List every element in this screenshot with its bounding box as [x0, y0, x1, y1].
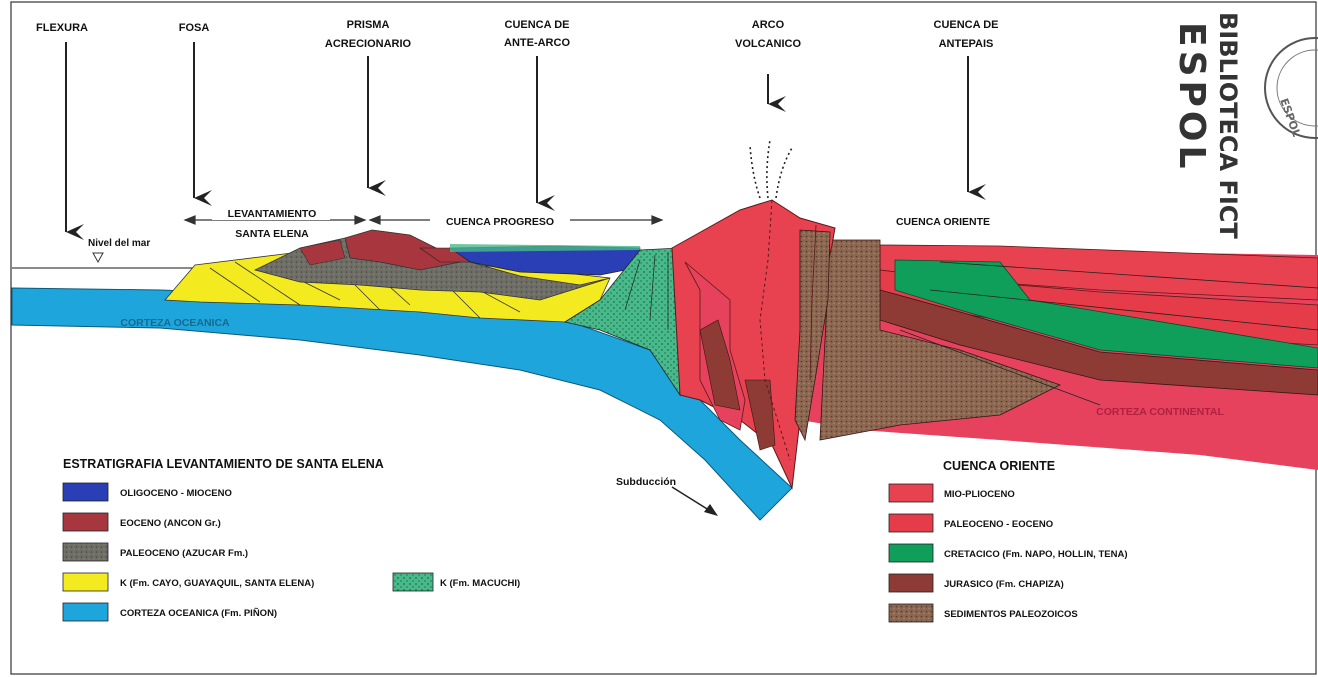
stamp-line-2: ESPOL [1171, 22, 1212, 172]
label-levantamiento-1: LEVANTAMIENTO [228, 208, 317, 220]
legend-item-paleoceno-eoceno: PALEOCENO - EOCENO [944, 519, 1053, 530]
legend-right-title: CUENCA ORIENTE [943, 459, 1055, 473]
legend-swatch-mio-plioceno [889, 484, 933, 502]
header-fosa: FOSA [179, 22, 210, 34]
legend-swatch-cretacico [889, 544, 933, 562]
legend-swatch-paleoceno-eoceno [889, 514, 933, 532]
sea-level-marker [93, 253, 103, 262]
legend-swatch-paleozoicos [889, 604, 933, 622]
subduction-arrow [672, 487, 712, 512]
label-cuenca-progreso: CUENCA PROGRESO [446, 216, 554, 228]
header-prisma-2: ACRECIONARIO [325, 38, 412, 50]
label-corteza-continental: CORTEZA CONTINENTAL [1096, 406, 1224, 418]
header-arrows [66, 42, 968, 232]
legend-swatch-oligoceno [63, 483, 108, 501]
header-flexura: FLEXURA [36, 22, 88, 34]
legend-item-corteza-oceanica: CORTEZA OCEANICA (Fm. PIÑON) [120, 608, 277, 619]
legend-left-title: ESTRATIGRAFIA LEVANTAMIENTO DE SANTA ELE… [63, 457, 384, 471]
legend-swatch-k-cayo [63, 573, 108, 591]
label-subduccion: Subducción [616, 476, 676, 488]
legend-item-macuchi: K (Fm. MACUCHI) [440, 578, 520, 589]
legend-swatch-paleoceno [63, 543, 108, 561]
header-arco-1: ARCO [752, 19, 785, 31]
legend-item-paleoceno: PALEOCENO (AZUCAR Fm.) [120, 548, 248, 559]
legend-swatch-eoceno [63, 513, 108, 531]
header-prisma-1: PRISMA [347, 19, 390, 31]
label-levantamiento-2: SANTA ELENA [235, 228, 309, 240]
legend-swatch-corteza-oceanica [63, 603, 108, 621]
legend-item-eoceno: EOCENO (ANCON Gr.) [120, 518, 221, 529]
header-antepais-1: CUENCA DE [934, 19, 999, 31]
legend-swatch-macuchi [393, 573, 433, 591]
tectonic-headers: FLEXURA FOSA PRISMA ACRECIONARIO CUENCA … [36, 19, 998, 50]
header-arco-2: VOLCANICO [735, 38, 801, 50]
legend-item-oligoceno: OLIGOCENO - MIOCENO [120, 488, 232, 499]
legend-santa-elena: ESTRATIGRAFIA LEVANTAMIENTO DE SANTA ELE… [63, 457, 520, 621]
legend-item-paleozoicos: SEDIMENTOS PALEOZOICOS [944, 609, 1078, 620]
stamp-seal-text: ESPOL [1277, 97, 1303, 139]
header-ante-arco-1: CUENCA DE [505, 19, 570, 31]
stamp-line-1: BIBLIOTECA FICT [1214, 12, 1242, 239]
legend-item-cretacico: CRETACICO (Fm. NAPO, HOLLIN, TENA) [944, 549, 1127, 560]
label-nivel-del-mar: Nivel del mar [88, 238, 150, 249]
eruption-plume [750, 140, 792, 198]
legend-cuenca-oriente: CUENCA ORIENTE MIO-PLIOCENO PALEOCENO - … [889, 459, 1127, 622]
legend-item-mio-plioceno: MIO-PLIOCENO [944, 489, 1015, 500]
header-ante-arco-2: ANTE-ARCO [504, 37, 570, 49]
label-cuenca-oriente: CUENCA ORIENTE [896, 216, 990, 228]
library-stamp: BIBLIOTECA FICT ESPOL ESPOL [1171, 12, 1318, 239]
legend-swatch-jurasico [889, 574, 933, 592]
legend-item-k-cayo: K (Fm. CAYO, GUAYAQUIL, SANTA ELENA) [120, 578, 314, 589]
label-corteza-oceanica: CORTEZA OCEANICA [120, 317, 230, 329]
legend-item-jurasico: JURASICO (Fm. CHAPIZA) [944, 579, 1064, 590]
header-antepais-2: ANTEPAIS [939, 38, 994, 50]
